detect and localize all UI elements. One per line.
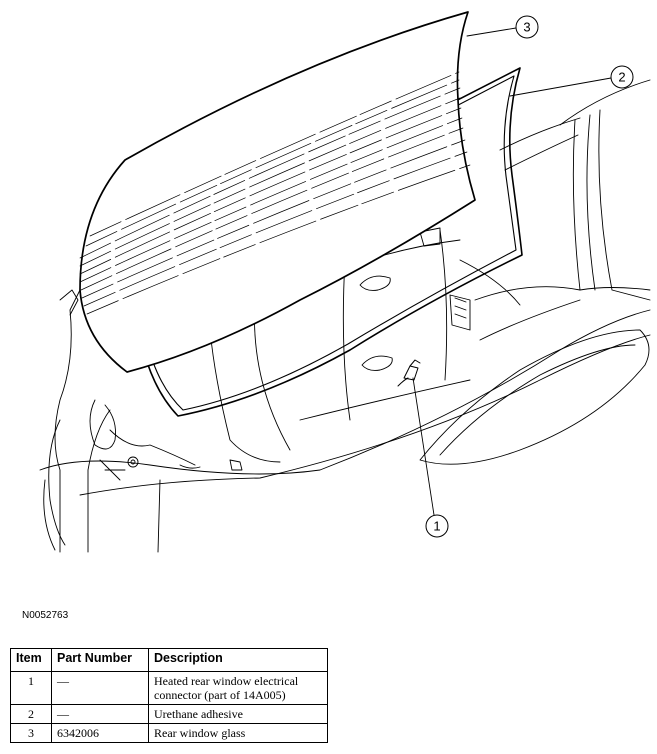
callout-3 (515, 15, 539, 39)
vehicle-body (39, 79, 651, 553)
parts-table: Item Part Number Description 1 — Heated … (10, 648, 328, 743)
table-header-row: Item Part Number Description (10, 648, 328, 672)
callout-2-label: 2 (618, 70, 625, 85)
callout-1-label: 1 (433, 519, 440, 534)
rear-window-illustration: 3 2 1 (39, 11, 651, 553)
cell-part-number: — (51, 671, 149, 705)
callout-3-label: 3 (523, 20, 530, 35)
callout-1 (425, 514, 449, 538)
defroster-grid-lines (79, 71, 471, 315)
cell-item: 1 (10, 671, 52, 705)
header-description: Description (148, 648, 328, 672)
electrical-connector (397, 359, 421, 387)
rear-window-glass[interactable] (79, 11, 476, 373)
cell-item: 3 (10, 723, 52, 743)
callout-leaders (412, 27, 612, 516)
header-item: Item (10, 648, 52, 672)
table-row: 2 — Urethane adhesive (10, 704, 328, 724)
cell-part-number: 6342006 (51, 723, 149, 743)
cell-part-number: — (51, 704, 149, 724)
cell-item: 2 (10, 704, 52, 724)
table-row: 1 — Heated rear window electrical connec… (10, 671, 328, 705)
cell-description: Urethane adhesive (148, 704, 328, 724)
table-row: 3 6342006 Rear window glass (10, 723, 328, 743)
callout-2 (610, 65, 634, 89)
header-part-number: Part Number (51, 648, 149, 672)
cell-description: Heated rear window electrical connector … (148, 671, 328, 705)
cell-description: Rear window glass (148, 723, 328, 743)
figure-id: N0052763 (22, 610, 69, 621)
